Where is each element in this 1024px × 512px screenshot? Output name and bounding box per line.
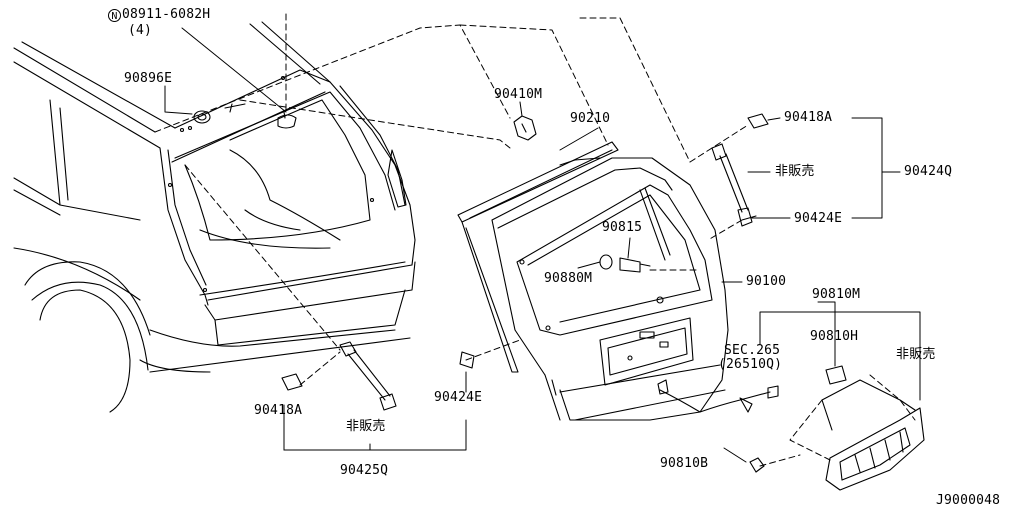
nut-symbol: N (108, 9, 121, 22)
grommet-callout: 90896E (124, 71, 173, 86)
stay-bolt-left-callout: 90418A (254, 403, 303, 418)
weatherstrip-callout: 90210 (570, 111, 611, 126)
not-for-sale-handle: 非販売 (896, 347, 936, 362)
not-for-sale-left: 非販売 (346, 419, 386, 434)
handle-sub-callout: 90810H (810, 329, 859, 344)
stay-bolt-right-callout: 90418A (784, 110, 833, 125)
stay-stud-left-callout: 90424E (434, 390, 483, 405)
nut-part (277, 111, 297, 129)
vehicle-body (13, 21, 416, 413)
section-reference: SEC.265 (724, 343, 781, 358)
back-door-panel-callout: 90100 (746, 274, 787, 289)
nut-quantity: (4) (128, 23, 153, 38)
leader-lines (164, 27, 921, 463)
bumper-callout: 90815 (602, 220, 643, 235)
bracket-part (513, 115, 537, 141)
stay-right (711, 113, 769, 227)
bumper-parts (599, 254, 651, 273)
back-door-panel (457, 141, 729, 421)
handle-clip-callout: 90810B (660, 456, 709, 471)
wire-harness (657, 379, 779, 413)
nut-part-number: 08911-6082H (122, 7, 211, 22)
handle-assembly-callout: 90810M (812, 287, 861, 302)
not-for-sale-right: 非販売 (775, 164, 815, 179)
diagram-id: J9000048 (936, 493, 1001, 508)
handle-assembly (749, 365, 925, 491)
stay-assembly-right-callout: 90424Q (904, 164, 953, 179)
stay-stud-right-callout: 90424E (794, 211, 843, 226)
bumper-rubber-callout: 90880M (544, 271, 593, 286)
stay-assembly-left-callout: 90425Q (340, 463, 389, 478)
bracket-callout: 90410M (494, 87, 543, 102)
section-reference-sub: (26510Q) (718, 357, 783, 372)
assembly-lines (154, 13, 916, 467)
stay-left (281, 341, 475, 411)
